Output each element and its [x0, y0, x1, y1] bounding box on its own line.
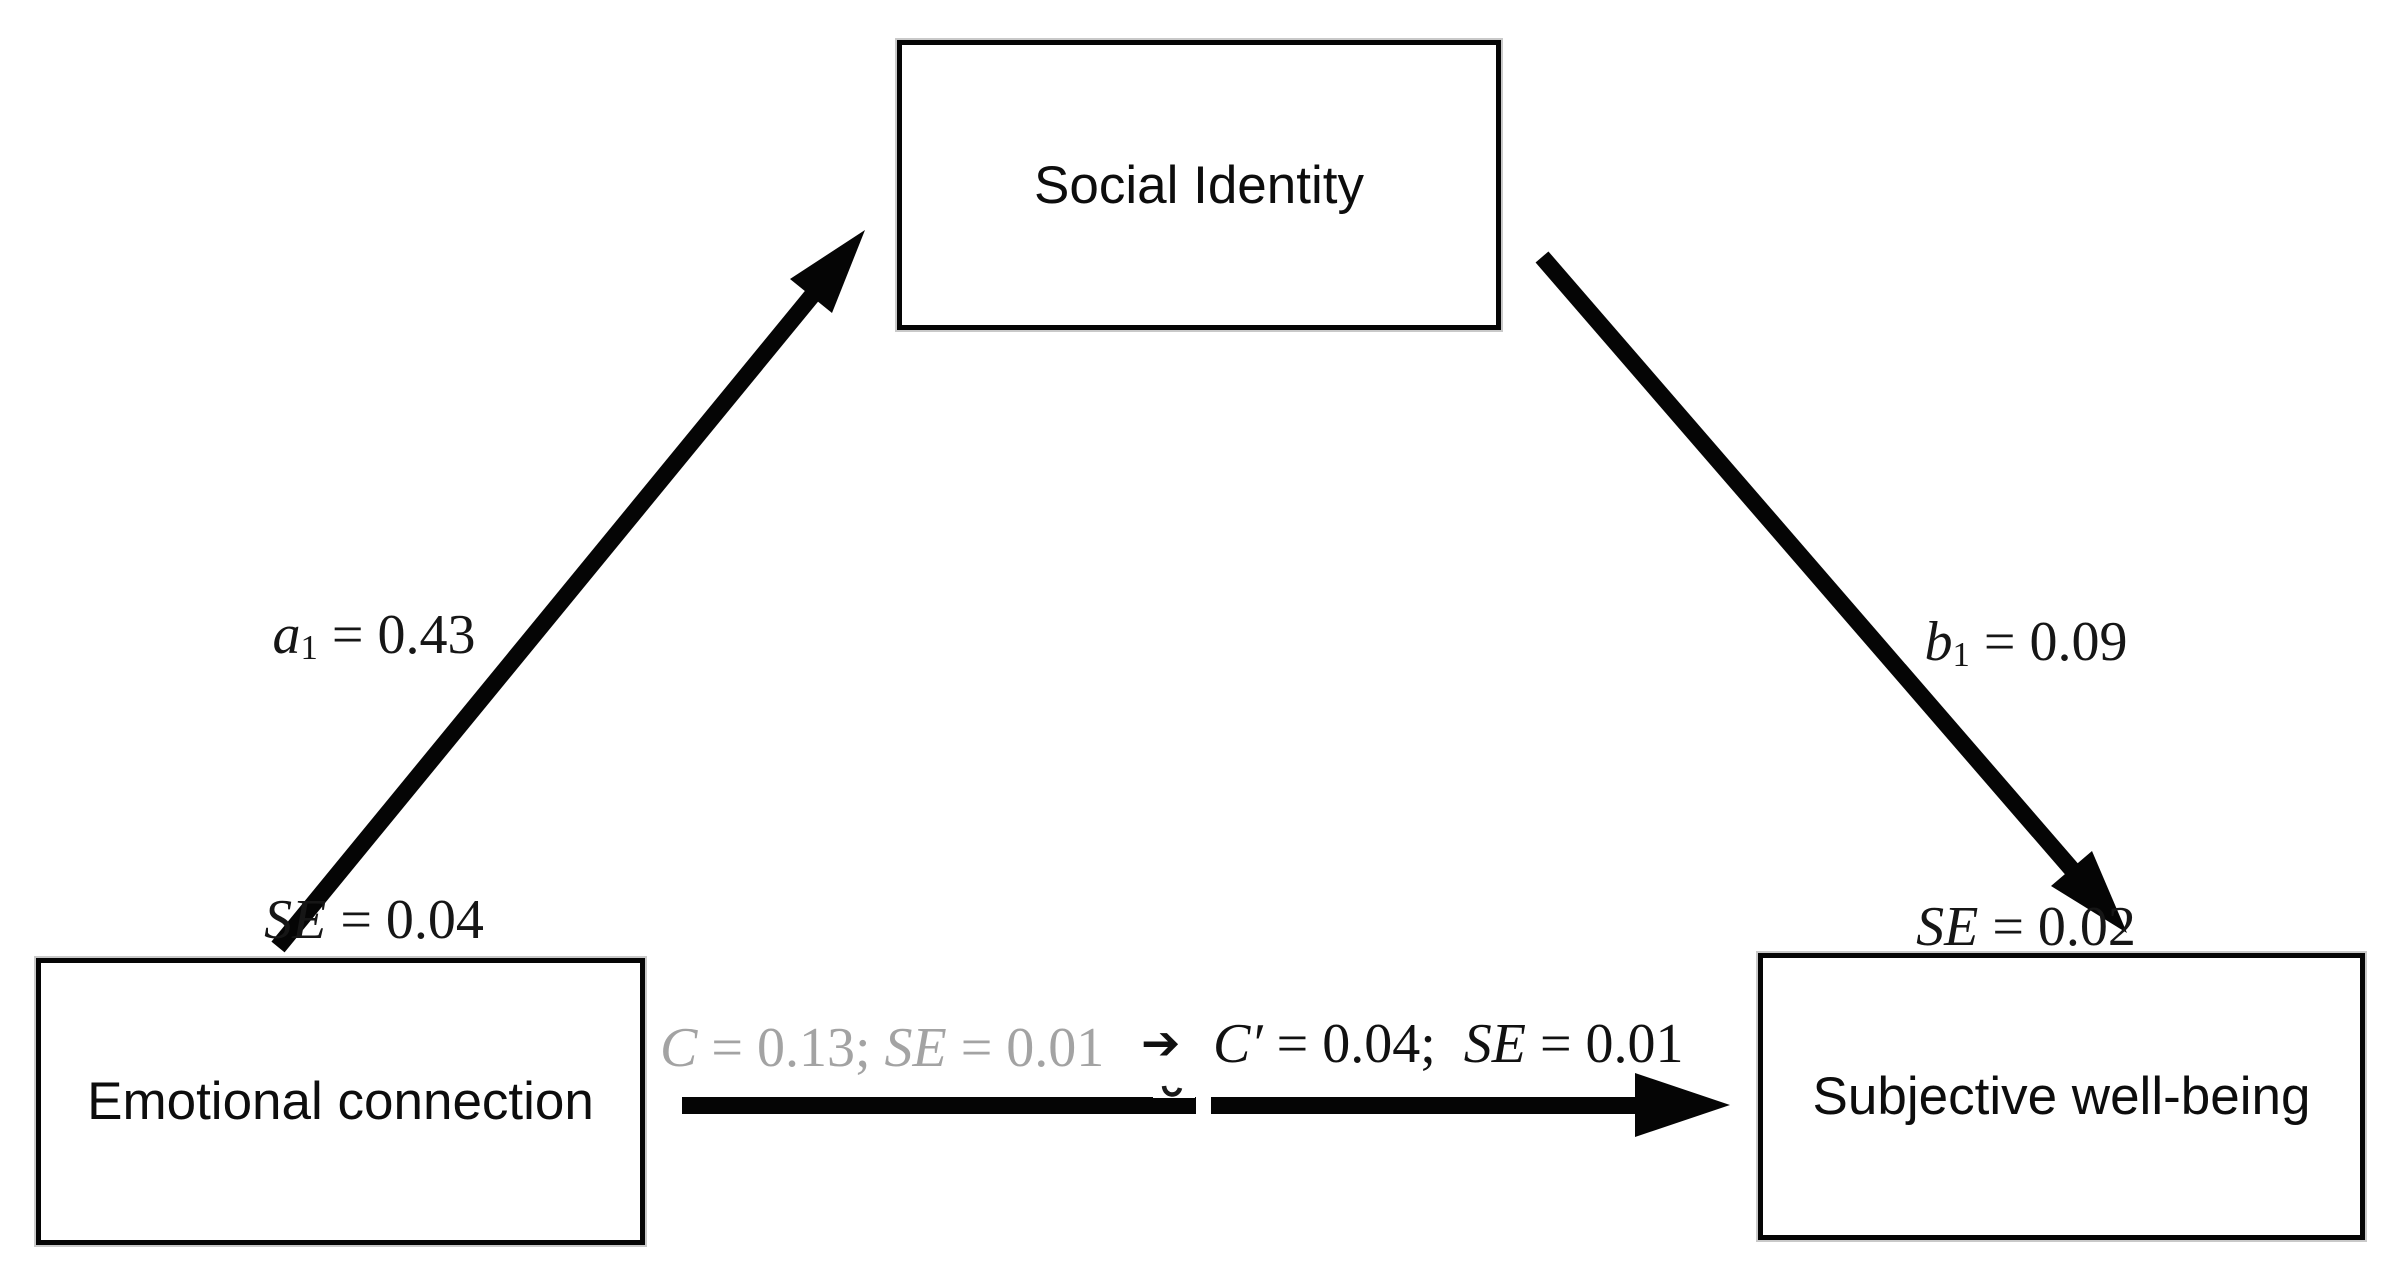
c-direct-se-variable: SE [1463, 1013, 1526, 1075]
c-total-variable: C [660, 1017, 698, 1079]
c-total-value: = 0.13; [697, 1017, 885, 1079]
c-total-effect-label: C = 0.13; SE = 0.01 [660, 1016, 1104, 1080]
c-direct-value: = 0.04; [1262, 1013, 1464, 1075]
c-path-arrowhead-icon [1635, 1073, 1730, 1137]
a-se-line: SE = 0.04 [264, 873, 484, 968]
c-total-se-variable: SE [884, 1017, 947, 1079]
a-coefficient-variable: a [272, 604, 301, 666]
a-path-coefficient-label: a1 = 0.43 SE = 0.04 [264, 398, 484, 1158]
b-se-variable: SE [1916, 896, 1979, 958]
node-outcome-label: Subjective well-being [1812, 1067, 2311, 1126]
b-coefficient-subscript: 1 [1952, 635, 1970, 675]
node-predictor-label: Emotional connection [87, 1072, 594, 1131]
a-coefficient-subscript: 1 [300, 628, 318, 668]
b-se-line: SE = 0.02 [1916, 880, 2136, 975]
node-mediator: Social Identity [897, 40, 1501, 330]
b-coefficient-line: b1 = 0.09 [1916, 595, 2136, 690]
b-coefficient-variable: b [1924, 611, 1953, 673]
total-to-direct-arrow-icon: ➔ [1141, 1016, 1181, 1071]
c-path-gap-mask [1196, 1074, 1211, 1122]
b-path-arrow [1535, 251, 2127, 933]
c-direct-effect-label: C′ = 0.04; SE = 0.01 [1213, 1012, 1684, 1076]
c-path-arrow [682, 1073, 1730, 1137]
a-path-arrow [271, 230, 865, 953]
a-coefficient-value: = 0.43 [317, 604, 476, 666]
a-coefficient-line: a1 = 0.43 [264, 588, 484, 683]
c-direct-variable: C′ [1213, 1013, 1263, 1075]
node-predictor: Emotional connection [36, 958, 645, 1245]
a-se-variable: SE [264, 889, 327, 951]
c-direct-se-value: = 0.01 [1525, 1013, 1684, 1075]
a-se-value: = 0.04 [326, 889, 484, 951]
c-total-se-value: = 0.01 [946, 1017, 1105, 1079]
a-path-arrowhead-icon [790, 230, 865, 313]
b-path-coefficient-label: b1 = 0.09 SE = 0.02 [1916, 405, 2136, 1165]
c-path-glyph-remnant [1161, 1085, 1183, 1097]
b-path-arrowhead-icon [2051, 851, 2127, 933]
b-coefficient-value: = 0.09 [1969, 611, 2128, 673]
b-se-value: = 0.02 [1978, 896, 2136, 958]
node-mediator-label: Social Identity [1034, 155, 1364, 215]
node-outcome: Subjective well-being [1758, 953, 2365, 1240]
